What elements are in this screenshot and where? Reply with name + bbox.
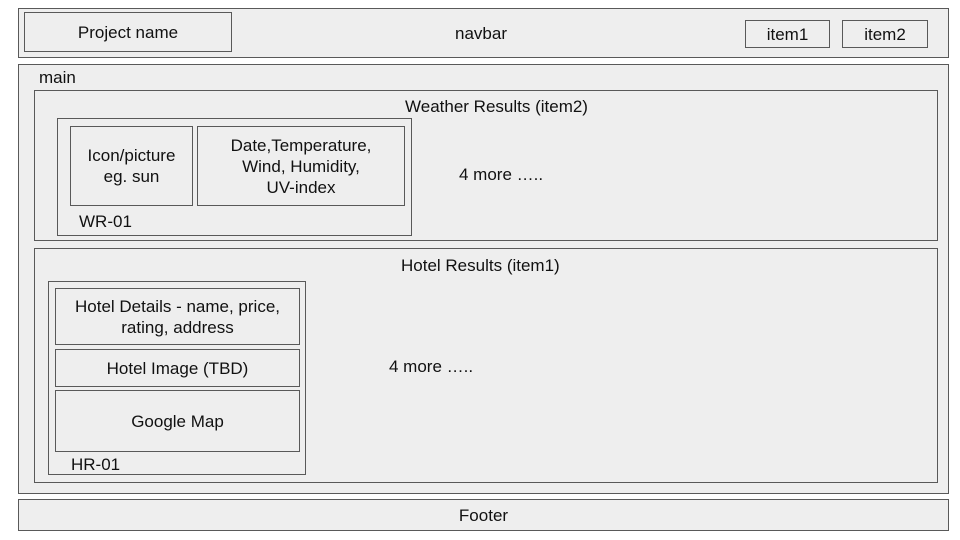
weather-icon-placeholder: Icon/picture eg. sun [70, 126, 193, 206]
weather-card-label: WR-01 [79, 212, 132, 231]
hotel-details-box: Hotel Details - name, price, rating, add… [55, 288, 300, 345]
hotel-image-label: Hotel Image (TBD) [106, 358, 249, 378]
hotel-card-label: HR-01 [71, 455, 121, 474]
project-name-box[interactable]: Project name [24, 12, 232, 52]
footer: Footer [18, 499, 949, 531]
hotel-image-placeholder: Hotel Image (TBD) [55, 349, 300, 387]
navbar-label: navbar [455, 24, 507, 43]
google-map-placeholder: Google Map [55, 390, 300, 452]
hotel-results-title: Hotel Results (item1) [401, 256, 560, 275]
weather-results-title: Weather Results (item2) [405, 97, 588, 116]
nav-item-1-label: item1 [766, 24, 809, 44]
nav-item-1[interactable]: item1 [745, 20, 830, 48]
main-label: main [39, 68, 76, 87]
weather-details-box: Date,Temperature, Wind, Humidity, UV-ind… [197, 126, 405, 206]
google-map-label: Google Map [131, 411, 224, 431]
project-name-label: Project name [77, 22, 179, 42]
weather-more-text: 4 more ….. [459, 165, 544, 184]
nav-item-2[interactable]: item2 [842, 20, 928, 48]
hotel-more-text: 4 more ….. [389, 357, 474, 376]
footer-label: Footer [458, 505, 509, 525]
nav-item-2-label: item2 [864, 24, 906, 44]
